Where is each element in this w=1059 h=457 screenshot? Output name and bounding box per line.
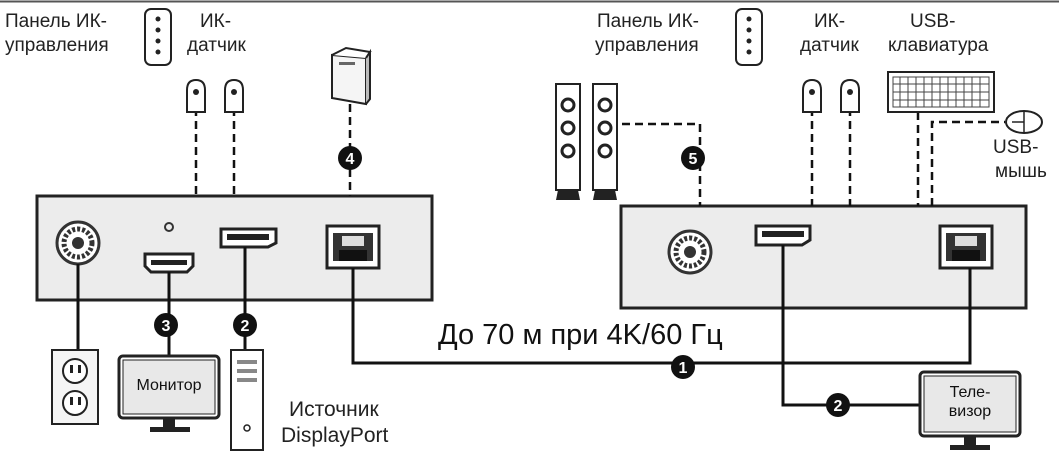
pc-tower-icon (230, 349, 264, 451)
step-marker (671, 355, 695, 379)
ir-sensor-icon (224, 78, 244, 113)
ir-sensor-icon (186, 78, 206, 113)
step-marker-number: 2 (834, 398, 843, 415)
displayport-port-icon (754, 224, 812, 247)
distance-label: До 70 м при 4K/60 Гц (438, 319, 723, 351)
step-marker-number: 4 (346, 151, 355, 168)
step-marker (681, 146, 705, 170)
rj45-port-icon (938, 224, 994, 270)
speaker-icon (555, 83, 581, 200)
dp-source-label: Источник (289, 398, 379, 421)
power-port-icon (55, 220, 101, 266)
power-port-icon (667, 229, 713, 275)
hdmi-port-icon (143, 252, 195, 274)
step-marker-number: 5 (689, 151, 698, 168)
displayport-port-icon (219, 227, 278, 249)
monitor-icon (117, 354, 221, 432)
receiver-unit (619, 204, 1028, 310)
ir-panel-label: Панель ИК- (5, 11, 107, 32)
tv-label-line2: визор (948, 403, 992, 420)
step-marker-number: 2 (241, 318, 250, 335)
ir-sensor-label-line2: датчик (187, 35, 246, 56)
monitor-label: Монитор (136, 377, 202, 394)
ir-remote-icon (735, 8, 763, 66)
ir-sensor-icon (802, 78, 822, 113)
usb-mouse-label: USB- (993, 137, 1039, 158)
transmitter-unit (35, 194, 434, 302)
usb-mouse-label-line2: мышь (995, 161, 1047, 182)
power-outlet-icon (51, 349, 99, 425)
step-marker-number: 3 (162, 318, 171, 335)
ir-remote-icon (144, 8, 172, 66)
step-marker-number: 1 (679, 360, 688, 377)
tv-label: Теле- (949, 384, 991, 401)
tv-icon (918, 370, 1022, 450)
ir-sensor-label: ИК- (814, 11, 846, 32)
ir-panel-label-line2: управления (5, 35, 109, 56)
mouse-icon (1005, 110, 1043, 134)
speaker-icon (592, 83, 618, 200)
ir-sensor-label: ИК- (200, 11, 232, 32)
keyboard-icon (887, 71, 995, 113)
usb-keyboard-label-line2: клавиатура (888, 35, 989, 56)
displayport-out-cable-line (781, 245, 922, 407)
step-marker (826, 393, 850, 417)
serial-device-icon (331, 46, 372, 106)
ir-panel-label-line2: управления (595, 35, 699, 56)
usb-keyboard-label: USB- (910, 11, 956, 32)
ir-sensor-icon (840, 78, 860, 113)
dp-source-label-line2: DisplayPort (281, 424, 389, 447)
ir-sensor-label-line2: датчик (800, 35, 859, 56)
ir-panel-label: Панель ИК- (597, 11, 699, 32)
step-markers: 1 2 2 3 4 5 (154, 146, 850, 417)
rj45-port-icon (325, 224, 381, 270)
step-marker (233, 313, 257, 337)
network-cable-line (351, 268, 972, 365)
step-marker (338, 146, 362, 170)
step-marker (154, 313, 178, 337)
